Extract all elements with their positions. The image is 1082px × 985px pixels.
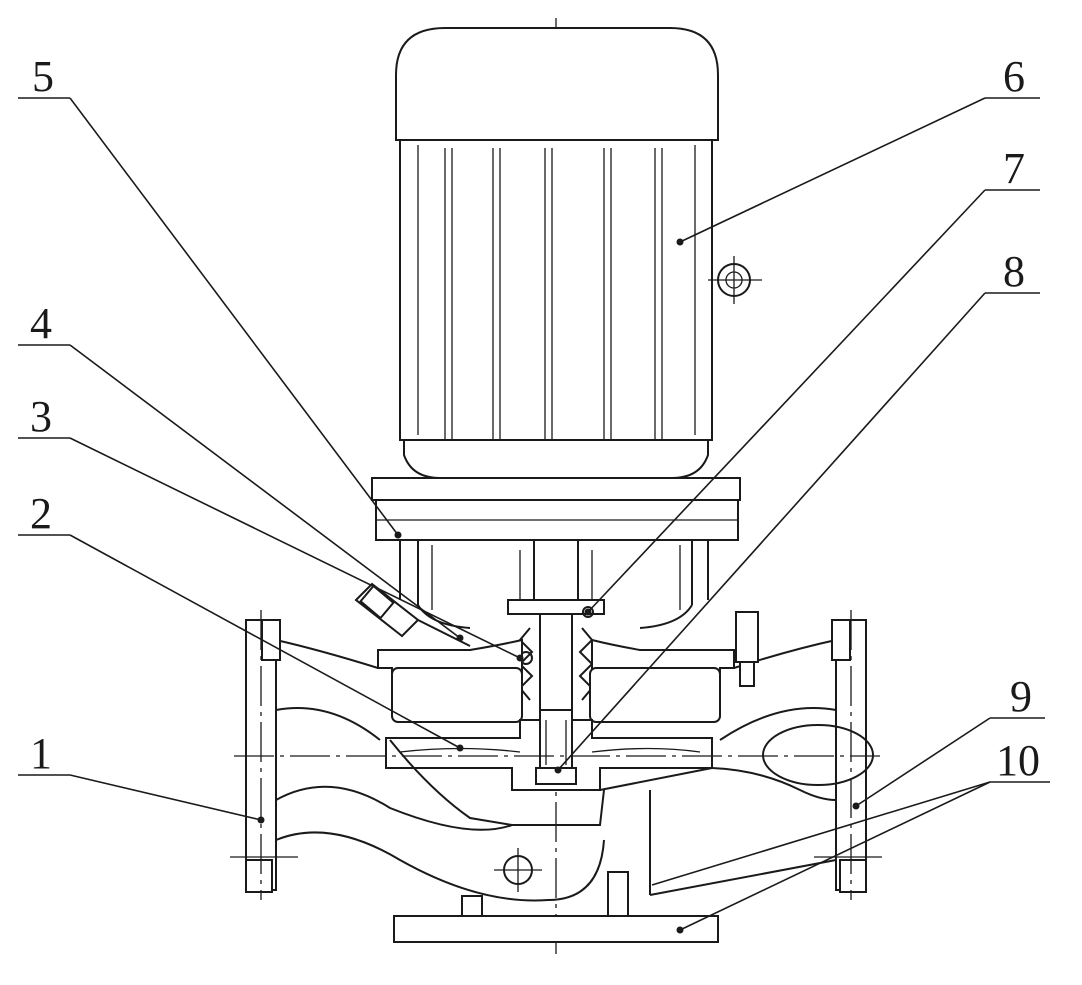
callout-1: 1 (18, 729, 265, 824)
callout-label-3: 3 (30, 392, 52, 441)
motor (395, 27, 762, 479)
callout-4: 4 (18, 299, 464, 642)
callout-7: 7 (584, 144, 1040, 616)
callout-label-4: 4 (30, 299, 52, 348)
callout-3: 3 (18, 392, 524, 662)
callout-label-8: 8 (1003, 247, 1025, 296)
callout-label-1: 1 (30, 729, 52, 778)
pump-cover (377, 638, 735, 723)
callout-9: 9 (852, 672, 1045, 810)
callout-6: 6 (676, 52, 1040, 246)
callout-5: 5 (18, 52, 402, 539)
impeller (385, 709, 713, 791)
callout-label-2: 2 (30, 489, 52, 538)
callout-10: 10 (651, 736, 1050, 934)
callout-label-7: 7 (1003, 144, 1025, 193)
base-plate (393, 915, 719, 943)
callout-label-9: 9 (1010, 672, 1032, 721)
vent-plug (354, 582, 471, 647)
callout-label-5: 5 (32, 52, 54, 101)
callout-label-6: 6 (1003, 52, 1025, 101)
callout-8: 8 (554, 247, 1040, 774)
shaft (507, 539, 605, 711)
callout-label-10: 10 (996, 736, 1040, 785)
callout-2: 2 (18, 489, 464, 752)
